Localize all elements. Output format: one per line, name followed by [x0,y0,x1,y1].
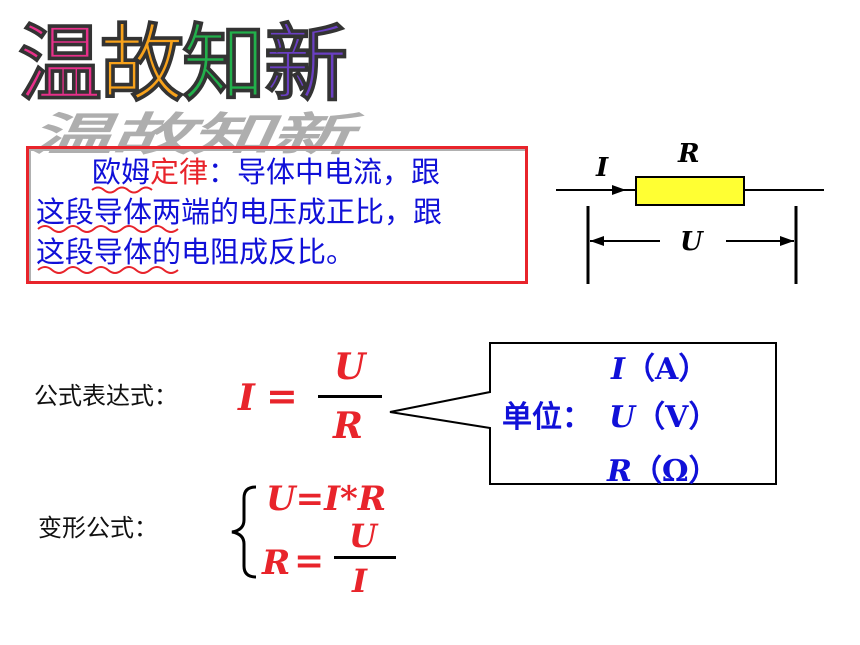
variant-formula-1: U=I*R [266,479,387,519]
variant-2-numerator: U [349,517,377,555]
formula-label: 公式表达式： [34,382,178,410]
formula-denominator: R [333,405,363,447]
law-term: 欧姆 [92,155,151,189]
units-callout [389,342,777,485]
law-line-1-rest: ：导体中电流，跟 [208,155,441,189]
law-box [26,146,528,284]
current-arrow [612,185,626,195]
law-line-1: 欧姆定律：导体中电流，跟 [36,152,516,192]
law-line-3: 这段导体的电阻成反比。 [36,235,356,269]
formula-equals: = [266,373,298,418]
title-text: 温故知新 [17,14,349,114]
resistor [635,176,745,206]
variant-2-fraction-bar [334,556,396,559]
title-char-3: 知 [182,15,267,114]
current-label: I [595,153,609,183]
title-char-2: 故 [100,15,185,114]
formula-numerator: U [334,346,366,388]
unit-voltage: U（V） [609,400,719,435]
formula-lhs: I [238,377,255,419]
circuit-diagram: I R U [556,139,824,284]
underline-line3 [37,266,179,274]
formula-fraction-bar [318,395,382,398]
law-term-red: 定律 [150,155,209,189]
voltage-label: U [680,227,704,257]
underline-oumu [91,186,153,194]
units-label: 单位： [502,400,592,435]
underline-line2 [37,225,179,233]
variant-2-lhs: R [262,543,291,583]
brace-icon [231,485,257,579]
unit-current: I（A） [611,352,709,387]
variants-label: 变形公式： [38,514,158,542]
variant-2-equals: = [294,540,325,582]
slide-title: 温故知新 温故知新 [17,14,369,161]
variant-2-denominator: I [352,562,367,600]
law-line-2: 这段导体两端的电压成正比，跟 [36,195,443,229]
title-char-1: 温 [17,15,102,114]
resistor-label: R [677,139,700,169]
unit-resistance: R（Ω） [607,454,719,489]
callout-shape [389,342,777,485]
law-text: 欧姆定律：导体中电流，跟 这段导体两端的电压成正比，跟 这段导体的电阻成反比。 [36,152,516,272]
title-char-4: 新 [264,15,349,114]
